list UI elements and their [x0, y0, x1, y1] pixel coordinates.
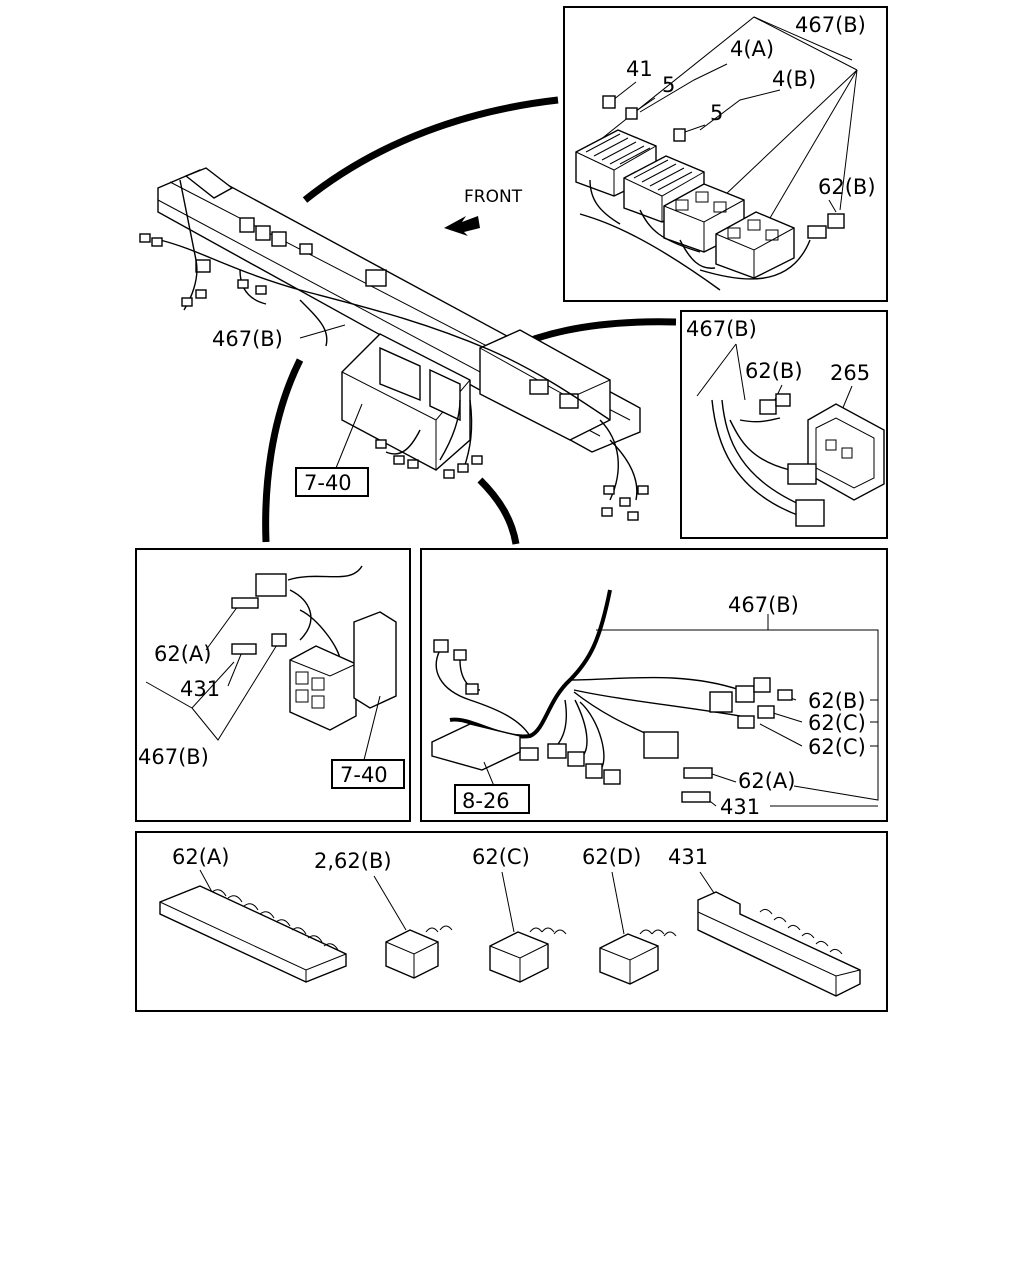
label-62c-1: 62(C) [808, 711, 866, 735]
label-467b: 467(B) [138, 745, 209, 769]
connector-62b [777, 689, 793, 701]
panel-frame [420, 548, 888, 822]
label-62d: 62(D) [582, 845, 641, 869]
label-62a: 62(A) [172, 845, 229, 869]
callout-arc-center [477, 477, 520, 545]
relay-block [289, 645, 357, 731]
connector-cluster-bottom [375, 439, 483, 479]
relay-62d [599, 929, 677, 985]
terminal-431 [231, 643, 257, 655]
detail-panel-harness: 467(B) 62(B) 62(C) 62(C) 62(A) 431 [420, 548, 888, 822]
label-4b: 4(B) [772, 67, 816, 91]
label-4a: 4(A) [730, 37, 774, 61]
label-62a: 62(A) [154, 642, 211, 666]
front-label: FRONT [464, 187, 523, 207]
label-467b: 467(B) [728, 593, 799, 617]
detail-panel-fuse-block: 467(B) 41 4(A) 5 4(B) 5 62(B) [563, 6, 888, 302]
label-431: 431 [180, 677, 220, 701]
svg-text:8-26: 8-26 [462, 789, 510, 813]
label-467b: 467(B) [795, 13, 866, 37]
panel-frame [135, 548, 411, 822]
ref-box-7-40: 7-40 [331, 759, 405, 789]
label-467b: 467(B) [212, 327, 283, 351]
connector-62a [231, 597, 259, 609]
ref-box-7-40: 7-40 [295, 467, 369, 497]
label-62b: 62(B) [818, 175, 876, 199]
label-265: 265 [830, 361, 870, 385]
label-431: 431 [720, 795, 760, 819]
callout-arc-top [302, 96, 559, 203]
label-62c: 62(C) [472, 845, 530, 869]
panel-frame [563, 6, 888, 302]
connector-large [643, 731, 679, 759]
relay-62b [385, 925, 453, 979]
terminal-431 [697, 891, 861, 997]
label-62a: 62(A) [738, 769, 795, 793]
label-5-b: 5 [710, 101, 723, 125]
label-62b: 62(B) [745, 359, 803, 383]
connector-cluster-left [139, 233, 267, 307]
relay-62c [489, 927, 567, 983]
detail-panel-parts: 62(A) 2,62(B) 62(C) 62(D) 431 [135, 831, 888, 1012]
label-62b: 62(B) [808, 689, 866, 713]
panel-frame [680, 310, 888, 539]
callout-arc-left [262, 358, 304, 543]
detail-panel-relay: 62(A) 431 467(B) 7-40 [135, 548, 411, 822]
detail-panel-265: 467(B) 62(B) 265 [680, 310, 888, 539]
label-2-62b: 2,62(B) [314, 849, 392, 873]
connector-62a [159, 885, 347, 983]
label-62c-2: 62(C) [808, 735, 866, 759]
connector-265 [807, 403, 885, 501]
ref-box-8-26: 8-26 [454, 784, 530, 814]
label-431: 431 [668, 845, 708, 869]
fuse-41 [602, 95, 616, 109]
svg-text:7-40: 7-40 [340, 763, 388, 787]
connector-62c-2 [737, 715, 755, 729]
connector-62c-1 [757, 705, 775, 719]
terminal-431 [681, 791, 711, 803]
label-467b: 467(B) [686, 317, 757, 341]
front-arrow-icon [444, 216, 480, 236]
harness-trunk [449, 589, 612, 739]
main-assembly: FRONT [139, 96, 677, 545]
label-41: 41 [626, 57, 653, 81]
connector-62a [683, 767, 713, 779]
panel-frame [135, 831, 888, 1012]
relay-block-2 [715, 211, 795, 279]
module-8-26 [431, 723, 521, 771]
connector-cluster-right [601, 485, 649, 521]
svg-text:7-40: 7-40 [304, 471, 352, 495]
